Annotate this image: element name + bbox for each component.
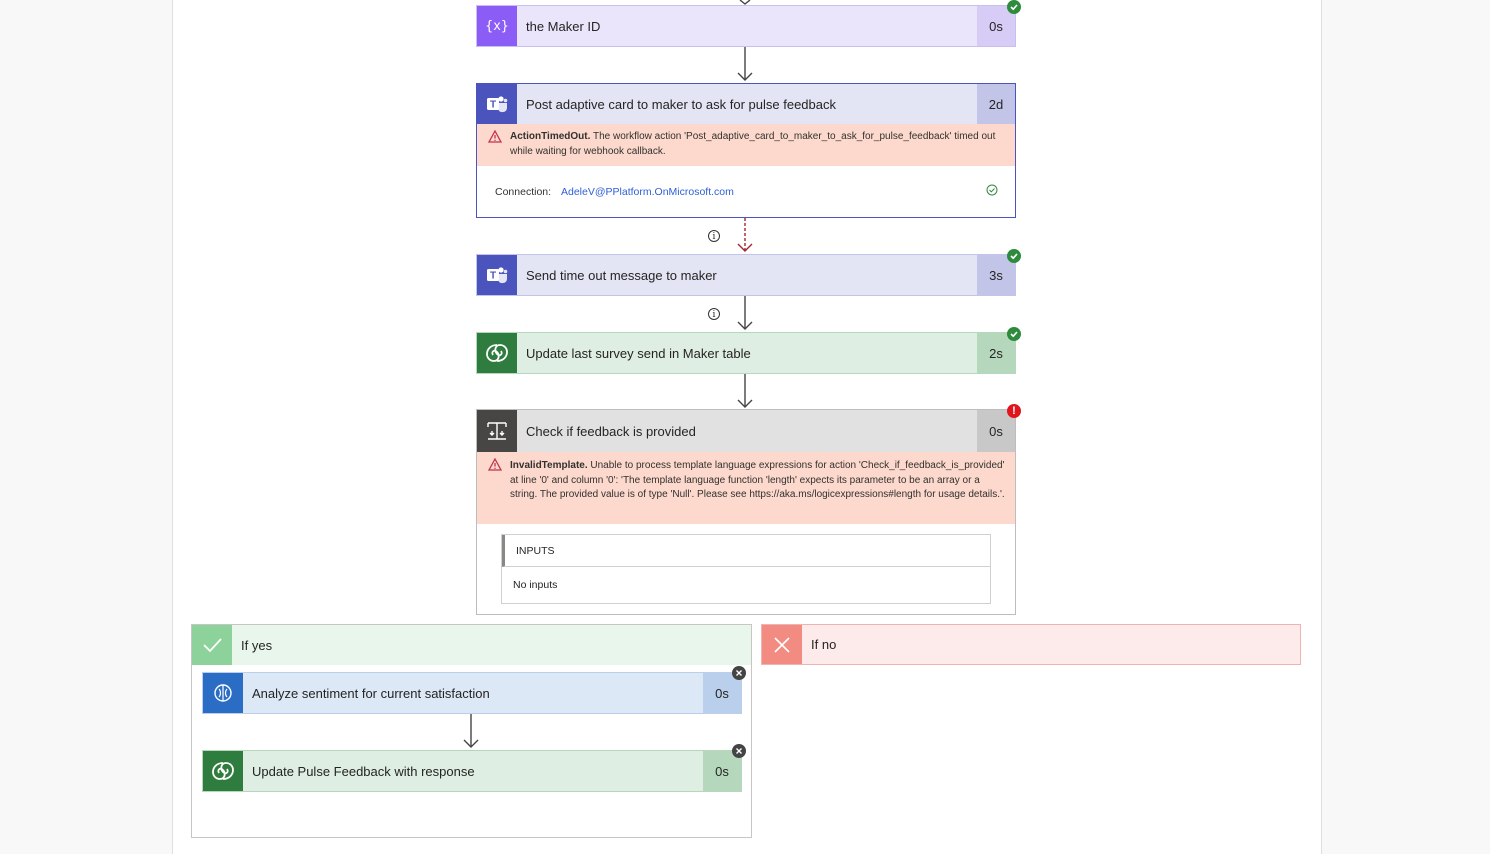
info-icon[interactable]: i <box>708 308 720 320</box>
step-duration: 2d <box>977 84 1015 124</box>
step-post-adaptive-card[interactable]: T Post adaptive card to maker to ask for… <box>476 83 1016 218</box>
step-duration: 0s <box>703 673 741 713</box>
svg-text:T: T <box>490 100 496 111</box>
step-title: Update Pulse Feedback with response <box>252 763 475 779</box>
error-banner: InvalidTemplate. Unable to process templ… <box>477 452 1015 524</box>
step-duration: 0s <box>703 751 741 791</box>
checkmark-circle-icon <box>986 184 998 196</box>
error-code: ActionTimedOut. <box>510 131 591 142</box>
arrow-connector <box>739 0 751 5</box>
step-title: Analyze sentiment for current satisfacti… <box>252 685 490 701</box>
dataverse-icon <box>477 333 517 373</box>
skipped-status-icon <box>732 666 746 680</box>
variable-icon: {x} <box>477 6 517 46</box>
skipped-status-icon <box>732 744 746 758</box>
branch-label: If yes <box>241 637 273 653</box>
close-icon <box>762 625 802 664</box>
arrow-connector <box>737 374 753 408</box>
step-title: Post adaptive card to maker to ask for p… <box>526 96 837 112</box>
error-message: Unable to process template language expr… <box>510 460 1005 500</box>
inputs-header[interactable]: INPUTS <box>502 535 990 567</box>
condition-icon <box>477 410 517 452</box>
error-code: InvalidTemplate. <box>510 460 588 471</box>
run-after-failed-connector <box>737 218 753 252</box>
step-title: the Maker ID <box>526 18 601 34</box>
arrow-connector <box>463 714 479 748</box>
step-duration: 0s <box>977 410 1015 452</box>
ai-builder-icon <box>203 673 243 713</box>
branch-if-yes: If yes Analyze sentiment for current sat… <box>191 624 752 838</box>
step-analyze-sentiment[interactable]: Analyze sentiment for current satisfacti… <box>202 672 742 714</box>
error-banner: ActionTimedOut. The workflow action 'Pos… <box>477 124 1015 166</box>
teams-icon: T <box>477 255 517 295</box>
step-title: Send time out message to maker <box>526 267 717 283</box>
check-icon <box>192 625 232 665</box>
arrow-connector <box>737 296 753 330</box>
info-icon[interactable]: i <box>708 230 720 242</box>
error-status-icon: ! <box>1007 404 1021 418</box>
step-update-pulse-feedback[interactable]: Update Pulse Feedback with response 0s <box>202 750 742 792</box>
success-status-icon <box>1007 0 1021 14</box>
connection-label: Connection: <box>495 186 552 198</box>
branch-label: If no <box>811 637 837 652</box>
svg-text:T: T <box>490 271 496 282</box>
inputs-panel: INPUTS No inputs <box>501 534 991 604</box>
inputs-value: No inputs <box>513 579 558 591</box>
step-check-feedback-condition[interactable]: Check if feedback is provided 0s Invalid… <box>476 409 1016 615</box>
step-title: Check if feedback is provided <box>526 423 696 439</box>
step-maker-id[interactable]: {x} the Maker ID 0s <box>476 5 1016 47</box>
connection-link[interactable]: AdeleV@PPlatform.OnMicrosoft.com <box>561 186 734 198</box>
teams-icon: T <box>477 84 517 124</box>
step-title: Update last survey send in Maker table <box>526 345 751 361</box>
dataverse-icon <box>203 751 243 791</box>
svg-text:{x}: {x} <box>486 19 508 34</box>
branch-if-no[interactable]: If no <box>761 624 1301 665</box>
success-status-icon <box>1007 327 1021 341</box>
step-duration: 3s <box>977 255 1015 295</box>
step-duration: 0s <box>977 6 1015 46</box>
step-send-timeout-message[interactable]: T Send time out message to maker 3s <box>476 254 1016 296</box>
success-status-icon <box>1007 249 1021 263</box>
step-duration: 2s <box>977 333 1015 373</box>
error-message: The workflow action 'Post_adaptive_card_… <box>510 131 996 157</box>
warning-icon <box>488 458 502 471</box>
warning-icon <box>488 130 502 143</box>
arrow-connector <box>737 47 753 81</box>
step-update-last-survey[interactable]: Update last survey send in Maker table 2… <box>476 332 1016 374</box>
